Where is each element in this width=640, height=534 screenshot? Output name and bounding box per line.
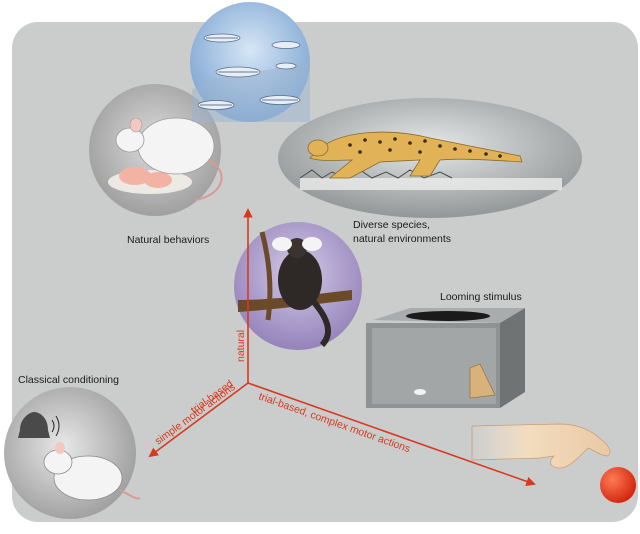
axis-arrows [148, 208, 536, 486]
ball-icon [600, 467, 636, 503]
axis-complex [247, 382, 536, 486]
marmoset-icon [234, 222, 362, 350]
label-diverse-species-1: Diverse species, [353, 219, 430, 231]
cheetah-icon [278, 98, 582, 218]
axis-label-natural: natural [235, 330, 247, 362]
zebrafish-icon [190, 2, 310, 122]
mouse-icon [89, 84, 223, 216]
label-natural-behaviors: Natural behaviors [127, 234, 209, 246]
bell-icon [4, 387, 141, 519]
axis-simple [148, 382, 249, 458]
looming-box-icon [366, 308, 525, 408]
label-diverse-species-2: natural environments [353, 233, 451, 245]
label-looming-stimulus: Looming stimulus [440, 291, 522, 303]
hand-icon [471, 423, 611, 469]
label-classical-conditioning: Classical conditioning [18, 374, 119, 386]
